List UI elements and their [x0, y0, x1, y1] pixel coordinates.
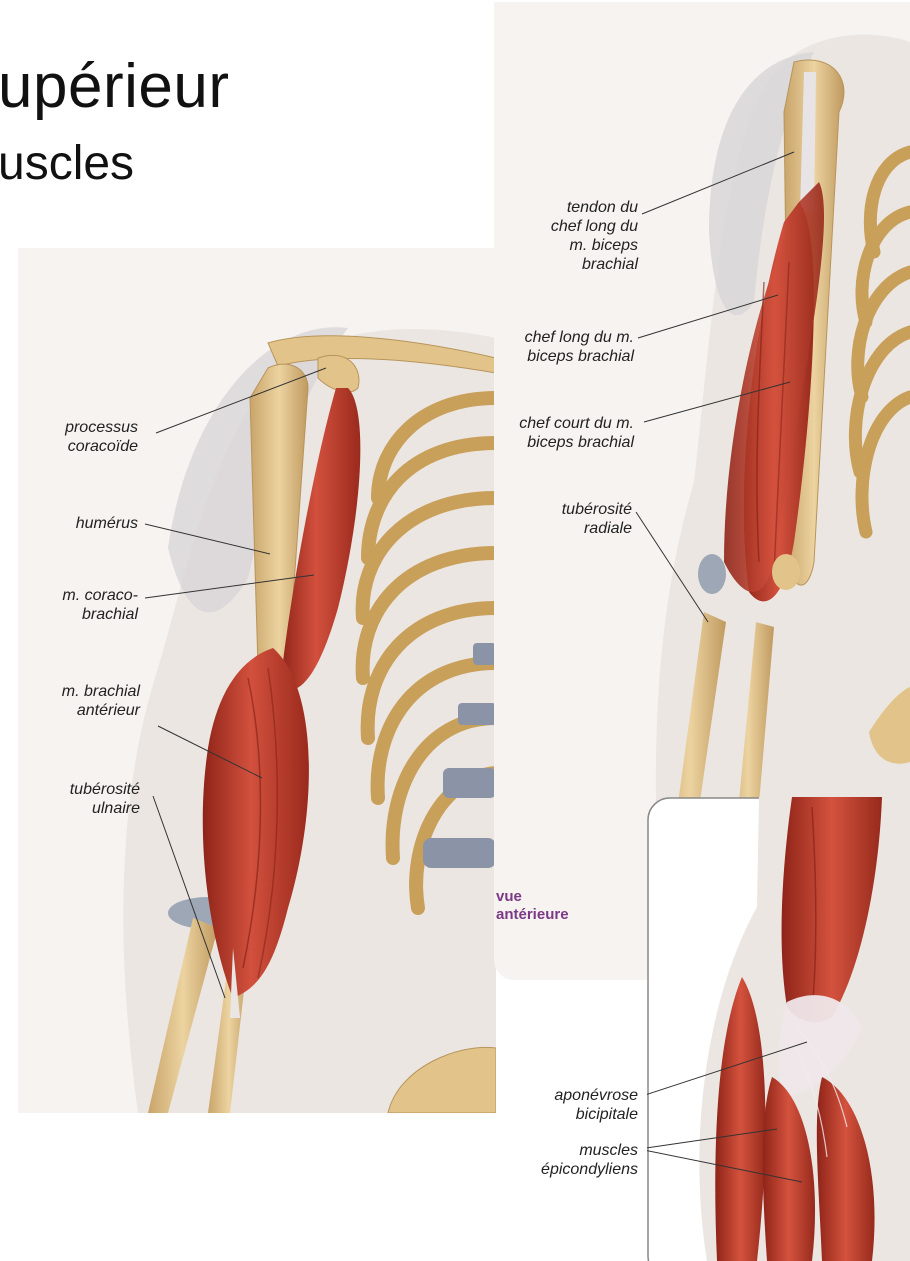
label-tuberosite-radiale: tubérosité radiale — [494, 500, 632, 538]
label-tuberosite-ulnaire: tubérosité ulnaire — [18, 780, 140, 818]
label-muscles-epicondyliens: muscles épicondyliens — [494, 1141, 638, 1179]
label-coracobrachial: m. coraco- brachial — [18, 586, 138, 624]
label-tendon-chef-long: tendon du chef long du m. biceps brachia… — [494, 198, 638, 274]
label-chef-long: chef long du m. biceps brachial — [494, 328, 634, 366]
slide-subtitle: uscles — [0, 140, 134, 188]
left-anatomy-panel: processus coracoïde humérus m. coraco- b… — [18, 248, 496, 1113]
view-label: vue antérieure — [496, 888, 569, 924]
slide-title: upérieur — [0, 56, 229, 118]
inset-elbow-illustration — [647, 797, 910, 1261]
label-chef-court: chef court du m. biceps brachial — [494, 414, 634, 452]
label-aponevrose-bicipitale: aponévrose bicipitale — [494, 1086, 638, 1124]
inset-elbow-panel — [647, 797, 910, 1261]
left-arm-illustration — [18, 248, 496, 1113]
label-processus-coracoide: processus coracoïde — [18, 418, 138, 456]
label-brachial-anterieur: m. brachial antérieur — [18, 682, 140, 720]
label-humerus: humérus — [18, 514, 138, 533]
